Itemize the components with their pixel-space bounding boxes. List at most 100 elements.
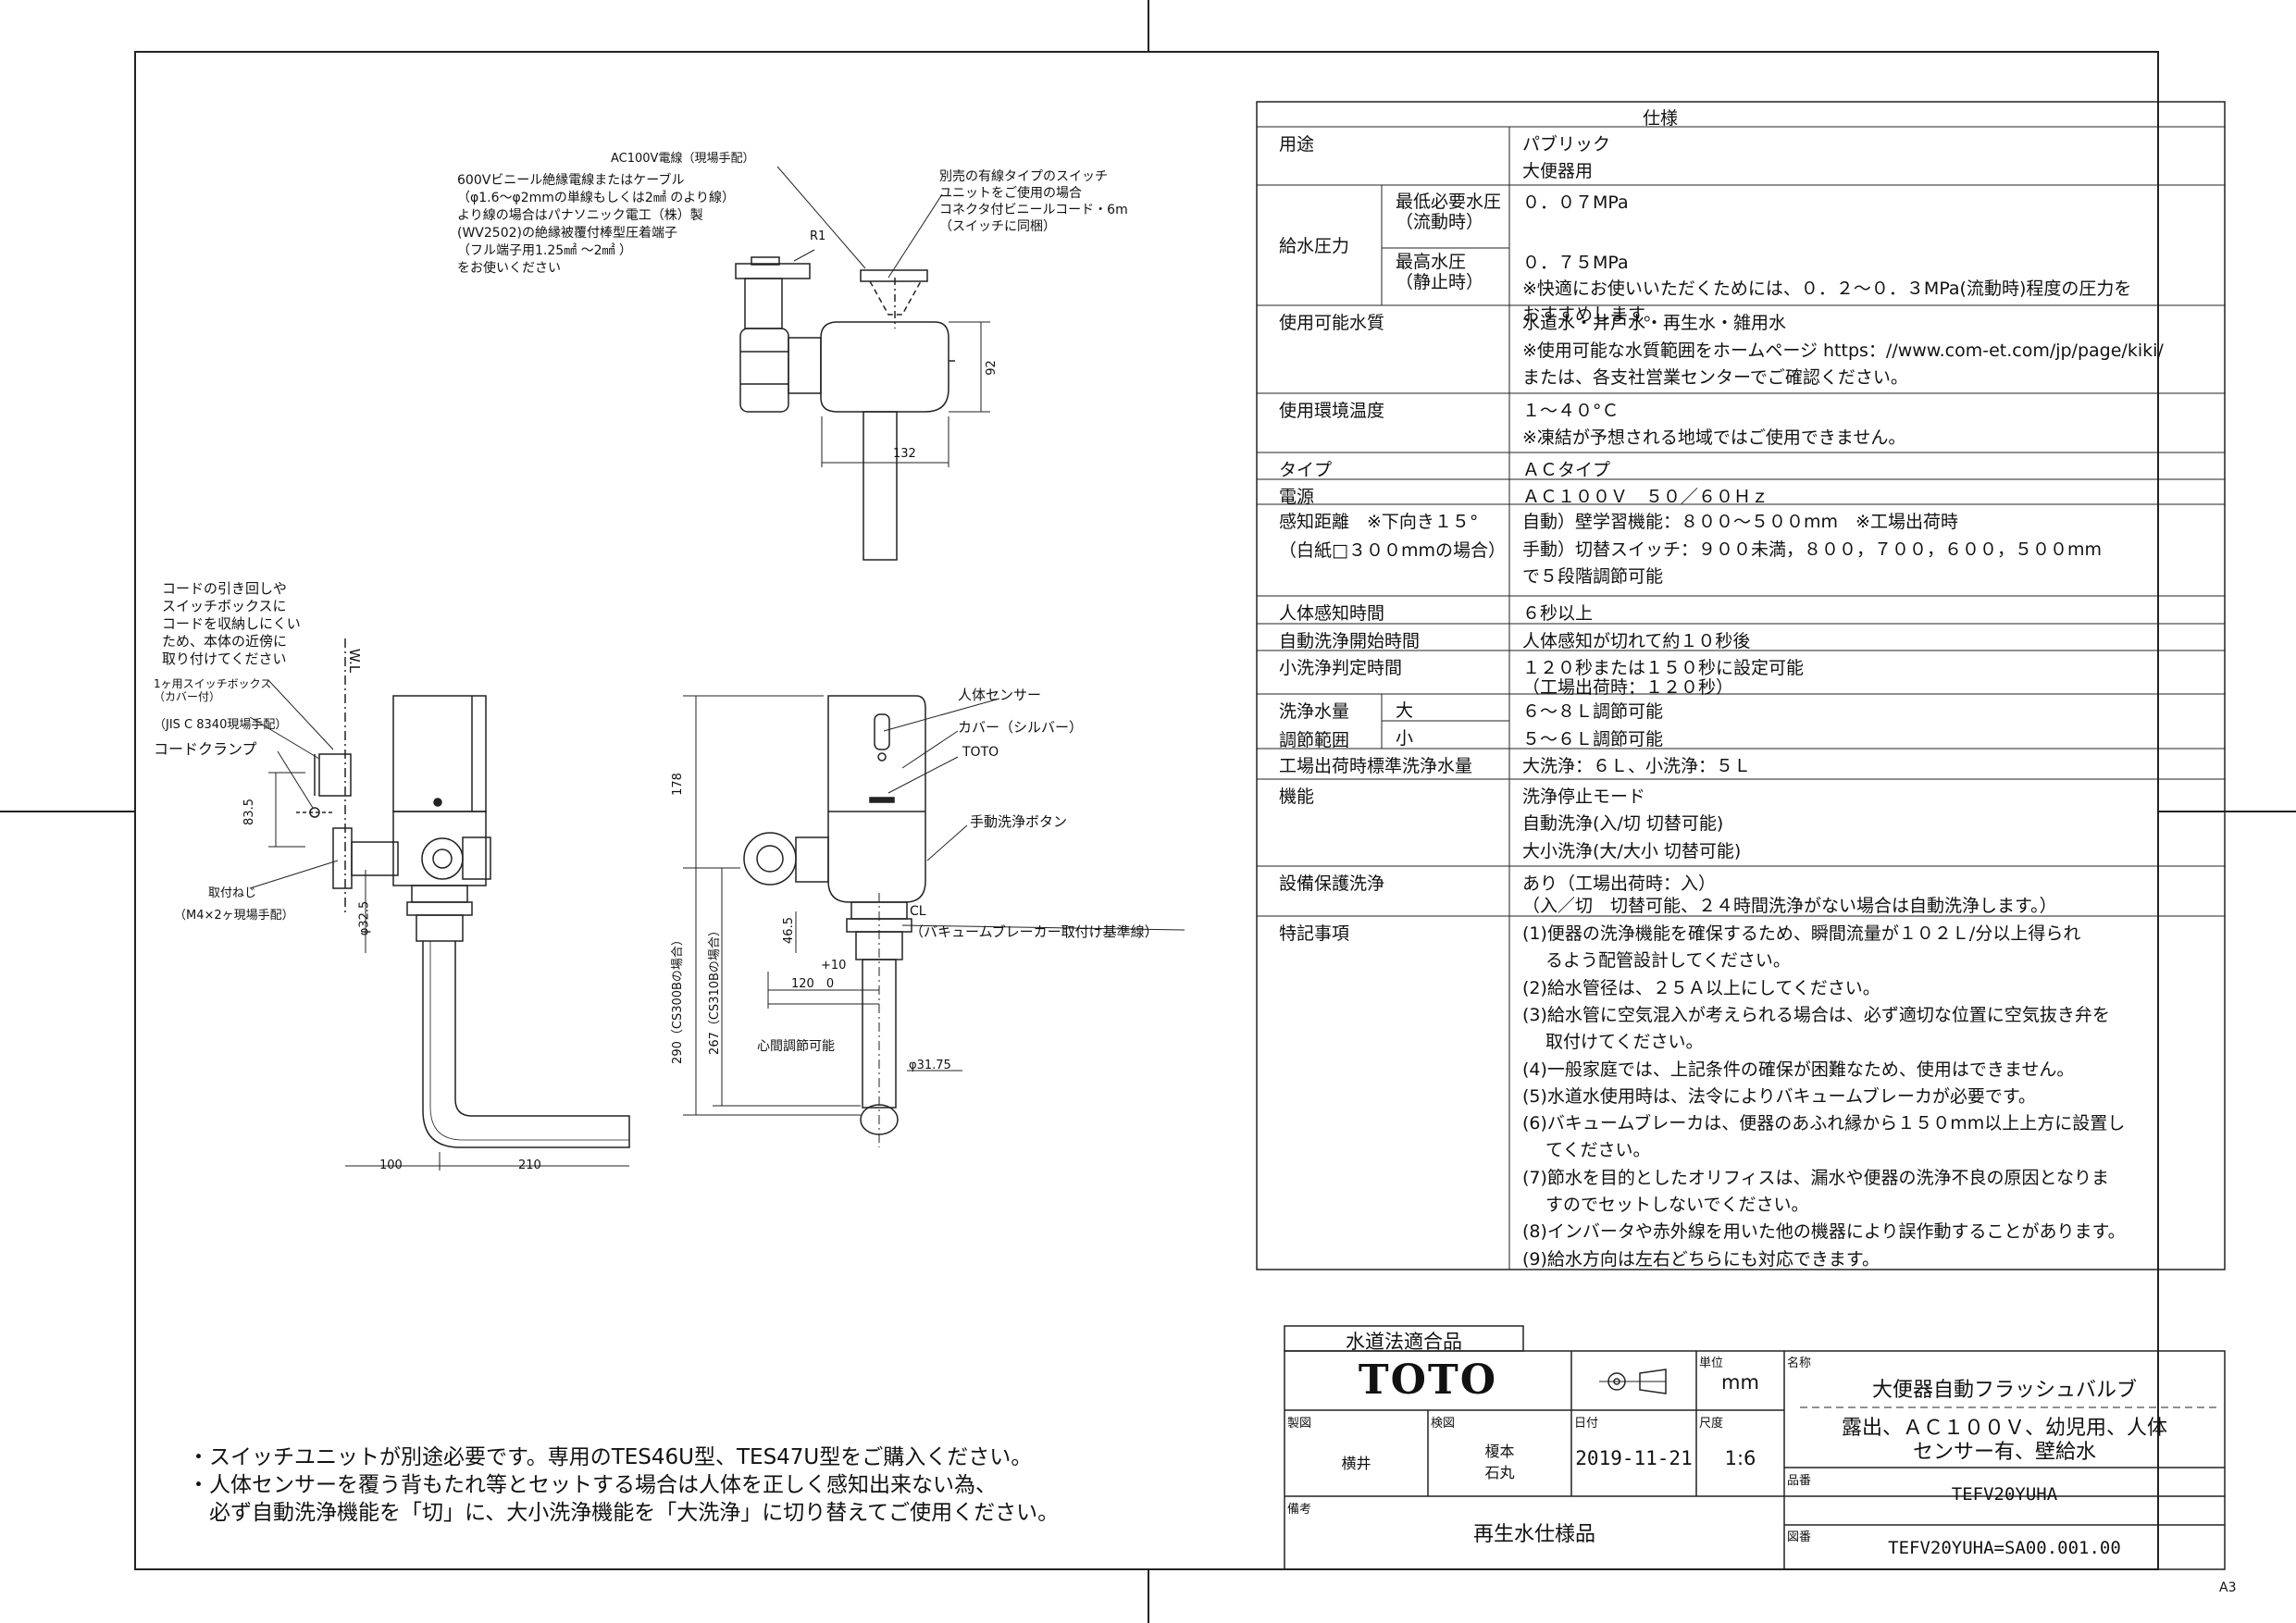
switch-note-line: ユニットをご使用の場合 xyxy=(939,186,1082,201)
spec-value: (5)水道水使用時は、法令によりバキュームブレーカが必要です。 xyxy=(1522,1085,2036,1107)
name-label: 名称 xyxy=(1787,1357,1812,1370)
spec-row-label: 電源 xyxy=(1279,487,1315,507)
cord-note-line: コードを収納しにくい xyxy=(162,615,301,632)
spec-value: 大洗浄：６Ｌ、小洗浄：５Ｌ xyxy=(1522,756,1752,776)
spec-value: ０．０７MPa xyxy=(1522,192,1629,213)
spec-row-label: 工場出荷時標準洗浄水量 xyxy=(1279,756,1473,776)
spec-value: （入／切 切替可能、２４時間洗浄がない場合は自動洗浄します。） xyxy=(1522,896,2057,916)
switch-note-line: 別売の有線タイプのスイッチ xyxy=(939,169,1108,184)
spec-value: るよう配管設計してください。 xyxy=(1522,950,1791,972)
sheet-size: A3 xyxy=(2219,1580,2237,1595)
spec-value: 自動）壁学習機能：８００～５００mm ※工場出荷時 xyxy=(1522,512,1958,532)
spec-value: すのでセットしないでください。 xyxy=(1522,1195,1809,1215)
spec-value: あり（工場出荷時：入） xyxy=(1522,873,1717,894)
spec-value: ６秒以上 xyxy=(1522,603,1594,624)
date-label: 日付 xyxy=(1574,1417,1599,1431)
switch-box-line: （カバー付） xyxy=(154,690,221,703)
spec-row-label: 特記事項 xyxy=(1279,923,1350,944)
dim-83-5: 83.5 xyxy=(242,799,256,825)
spec-row-label: 用途 xyxy=(1279,134,1315,155)
spec-sub-label: 最低必要水圧 xyxy=(1396,192,1502,212)
spec-row-label: （白紙□３００mmの場合） xyxy=(1279,540,1506,561)
switch-note-line: （スイッチに同梱） xyxy=(939,219,1056,234)
spec-value: ※快適にお使いいただくためには、０．２～０．３MPa(流動時)程度の圧力を xyxy=(1522,279,2132,300)
spec-row-label: 調節範囲 xyxy=(1279,730,1350,750)
spec-row-label: 使用環境温度 xyxy=(1279,401,1385,421)
dim-46-5: 46.5 xyxy=(781,917,796,944)
spec-row-label: タイプ xyxy=(1279,460,1333,480)
brand-logo: TOTO xyxy=(1358,1357,1498,1404)
spec-sub-label: （流動時） xyxy=(1396,212,1484,232)
spec-value: ＡＣ１００Ｖ ５０／６０Ｈｚ xyxy=(1522,487,1769,507)
spec-row-label: 自動洗浄開始時間 xyxy=(1279,631,1421,651)
product-name-3: センサー有、壁給水 xyxy=(1912,1441,2096,1464)
cord-note-line: 取り付けてください xyxy=(162,650,287,667)
dim-267: 267（CS310Bの場合） xyxy=(707,924,722,1055)
dim-132: 132 xyxy=(893,447,916,461)
product-name-1: 大便器自動フラッシュバルブ xyxy=(1871,1379,2137,1402)
spec-header: 仕様 xyxy=(1643,108,1679,129)
spec-value: おすすめします。 xyxy=(1522,304,1662,326)
spec-value: ０．７５MPa xyxy=(1522,253,1629,273)
wire-note-line: をお使いください xyxy=(457,261,561,276)
dim-31-75: φ31.75 xyxy=(909,1059,951,1072)
drawn-label: 製図 xyxy=(1287,1417,1312,1431)
spec-value: (1)便器の洗浄機能を確保するため、瞬間流量が１０２Ｌ/分以上得られ xyxy=(1522,923,2081,944)
spec-row-label: 洗浄水量 xyxy=(1279,701,1350,722)
switch-note-line: コネクタ付ビニールコード・6m xyxy=(939,203,1128,217)
mount-screw-note: （M4×2ヶ現場手配） xyxy=(174,909,294,923)
part-value: TEFV20YUHA xyxy=(1951,1484,2058,1505)
spec-row-label: 使用可能水質 xyxy=(1279,313,1385,333)
r1-label: R1 xyxy=(810,229,826,243)
dim-32-5: φ32.5 xyxy=(357,900,372,936)
drawing-number-label: 図番 xyxy=(1787,1530,1812,1544)
spec-row-label: 感知距離 ※下向き１５° xyxy=(1279,512,1479,532)
wire-note-line: より線の場合はパナソニック電工（株）製 xyxy=(457,208,703,223)
wire-note-line: (WV2502)の絶縁被覆付棒型圧着端子 xyxy=(457,226,677,241)
spec-value: (2)給水管径は、２５Ａ以上にしてください。 xyxy=(1522,977,1880,998)
spec-value: 取付けてください。 xyxy=(1522,1032,1704,1053)
dim-290: 290（CS300Bの場合） xyxy=(670,934,685,1064)
spec-value: (8)インバータや赤外線を用いた他の機器により誤作動することがあります。 xyxy=(1522,1221,2126,1243)
unit-value: mm xyxy=(1721,1371,1759,1394)
spec-value: ６～８Ｌ調節可能 xyxy=(1522,701,1664,722)
drawing-number-value: TEFV20YUHA=SA00.001.00 xyxy=(1888,1538,2121,1558)
jis-label: （JIS C 8340現場手配） xyxy=(154,718,288,732)
spec-value: (6)バキュームブレーカは、便器のあふれ縁から１５０mm以上上方に設置し xyxy=(1522,1113,2126,1134)
spec-value: ※使用可能な水質範囲をホームページ https：//www.com-et.com… xyxy=(1522,340,2164,361)
wire-note-line: （φ1.6～φ2mmの単線もしくは2㎟ のより線） xyxy=(457,191,735,205)
cover-label: カバー（シルバー） xyxy=(958,719,1084,736)
dim-100: 100 xyxy=(379,1158,403,1172)
drawn-value: 横井 xyxy=(1341,1455,1371,1472)
spec-value: (7)節水を目的としたオリフィスは、漏水や便器の洗浄不良の原因となりま xyxy=(1522,1167,2109,1188)
cord-clamp-label: コードクランプ xyxy=(154,740,257,758)
spec-value: 洗浄停止モード xyxy=(1522,787,1646,807)
compliance-stamp: 水道法適合品 xyxy=(1346,1331,1462,1353)
water-level-label: W.L xyxy=(346,648,364,674)
spec-row-label: 設備保護洗浄 xyxy=(1279,873,1385,894)
dim-92: 92 xyxy=(984,360,999,376)
spec-row-label: 給水圧力 xyxy=(1279,236,1350,256)
wire-note-line: （フル端子用1.25㎟ ～2㎟ ） xyxy=(457,243,632,258)
checked-value-1: 榎本 xyxy=(1484,1443,1515,1460)
general-note-line: 必ず自動洗浄機能を「切」に、大小洗浄機能を「大洗浄」に切り替えてご使用ください。 xyxy=(188,1501,1060,1525)
spec-value: １～４０°Ｃ xyxy=(1522,401,1620,421)
spec-value: 人体感知が切れて約１０秒後 xyxy=(1522,631,1751,651)
spec-value: 自動洗浄(入/切 切替可能) xyxy=(1522,813,1724,835)
spec-sub-label: 小 xyxy=(1396,727,1414,749)
scale-label: 尺度 xyxy=(1699,1417,1724,1431)
cord-note-line: ため、本体の近傍に xyxy=(162,633,288,650)
general-note-line: ・人体センサーを覆う背もたれ等とセットする場合は人体を正しく感知出来ない為、 xyxy=(188,1473,997,1497)
dim-210: 210 xyxy=(518,1158,541,1172)
spec-value: てください。 xyxy=(1522,1140,1651,1161)
spec-value: (9)給水方向は左右どちらにも対応できます。 xyxy=(1522,1248,1880,1270)
checked-value-2: 石丸 xyxy=(1484,1464,1515,1481)
spec-value: ＡＣタイプ xyxy=(1522,460,1611,480)
scale-value: 1:6 xyxy=(1724,1447,1756,1469)
dim-178: 178 xyxy=(670,773,685,796)
general-note-line: ・スイッチユニットが別途必要です。専用のTES46U型、TES47U型をご購入く… xyxy=(188,1445,1033,1469)
spec-sub-label: （静止時） xyxy=(1396,272,1484,292)
checked-label: 検図 xyxy=(1431,1417,1456,1431)
